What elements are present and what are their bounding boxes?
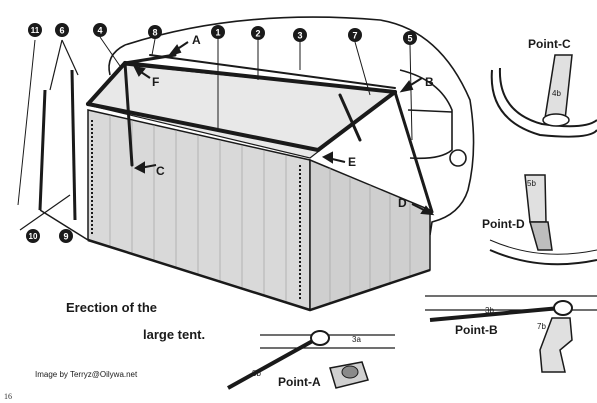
guy-rope: [17, 39, 36, 206]
part-marker-1: 1: [211, 25, 225, 128]
inset-point-d: Point-D 5b: [482, 174, 597, 266]
svg-text:11: 11: [31, 26, 40, 35]
svg-text:4: 4: [97, 26, 102, 36]
pole-rear-brace: [123, 61, 134, 167]
inset-a-part-1: 3a: [352, 335, 361, 344]
inset-c-title: Point-C: [528, 37, 571, 51]
inset-b-part-1: 3b: [485, 306, 494, 315]
inset-a-title: Point-A: [278, 375, 321, 389]
page-number: 16: [4, 392, 12, 401]
pole-8: [123, 53, 177, 65]
pole-3: [149, 54, 396, 89]
svg-text:6: 6: [59, 26, 64, 36]
inset-d-title: Point-D: [482, 217, 525, 231]
svg-text:10: 10: [29, 232, 38, 241]
svg-text:8: 8: [152, 28, 157, 38]
image-credit: Image by Terryz@Oilywa.net: [35, 370, 138, 379]
svg-text:1: 1: [215, 28, 220, 38]
part-marker-10: 10: [26, 229, 40, 243]
part-marker-2: 2: [251, 26, 265, 80]
svg-text:3: 3: [297, 31, 302, 41]
inset-d-part: 5b: [527, 179, 536, 188]
point-d-label: D: [398, 196, 407, 210]
arrow-letter-labels: A B C D E F: [152, 33, 434, 210]
caption-line-1: Erection of the: [66, 300, 158, 315]
inset-point-c: Point-C 4b: [490, 37, 597, 138]
inset-b-title: Point-B: [455, 323, 498, 337]
pole-4: [86, 61, 127, 106]
pole-7: [316, 90, 397, 152]
part-marker-4: 4: [93, 23, 121, 67]
pole-1: [86, 102, 320, 152]
part-marker-9: 9: [59, 229, 73, 243]
loose-parts: [17, 39, 89, 241]
svg-text:7: 7: [352, 31, 357, 41]
pole-2: [123, 61, 397, 94]
inset-a-part-2: 8b: [252, 369, 261, 378]
part-marker-3: 3: [293, 28, 307, 70]
part-marker-5: 5: [403, 31, 417, 141]
pole-6: [338, 93, 362, 142]
part-marker-6: 6: [55, 23, 69, 37]
tent-body: [86, 64, 431, 312]
inset-point-b: Point-B 3b 7b: [425, 295, 597, 373]
point-f-label: F: [152, 75, 159, 89]
part-marker-11: 11: [28, 23, 42, 37]
frame-poles: [86, 53, 434, 214]
inset-c-part: 4b: [552, 89, 561, 98]
part-marker-7: 7: [348, 28, 371, 96]
part-markers: 1 2 3 4 5 6 7 8 9 10 11: [26, 23, 417, 243]
part-marker-8: 8: [148, 25, 162, 56]
point-c-label: C: [156, 164, 165, 178]
pole-5: [393, 90, 434, 214]
caption-line-2: large tent.: [143, 327, 206, 342]
point-b-label: B: [425, 75, 434, 89]
point-e-label: E: [348, 155, 356, 169]
svg-text:9: 9: [63, 232, 68, 242]
svg-text:2: 2: [255, 29, 260, 39]
svg-text:5: 5: [407, 34, 412, 44]
inset-point-a: Point-A 3a 8b: [227, 330, 395, 390]
inset-b-part-2: 7b: [537, 322, 546, 331]
point-a-label: A: [192, 33, 201, 47]
